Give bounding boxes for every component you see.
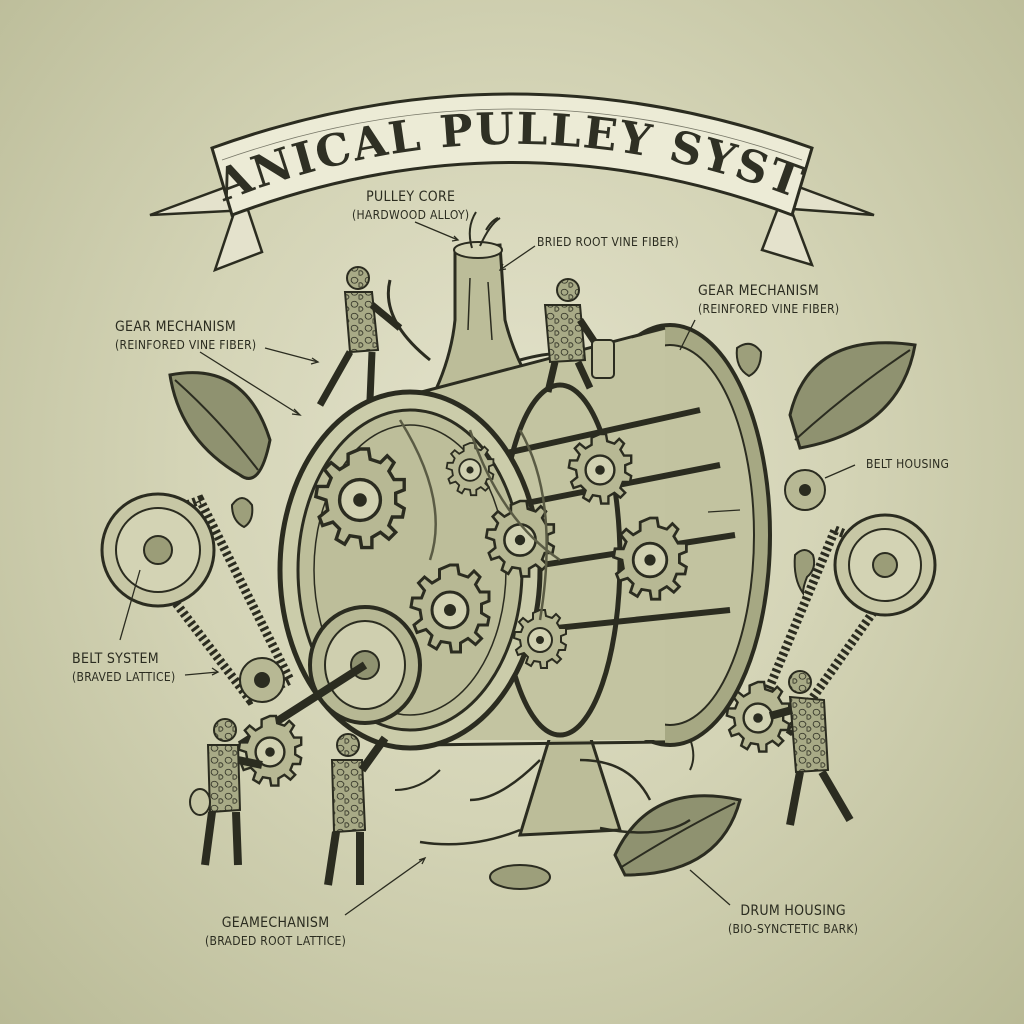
label-gear-right-sub: (REINFORED VINE FIBER) [698,301,840,316]
seed-pod-top-right [788,341,917,450]
label-gear-left-title: GEAR MECHANISM [115,319,236,335]
seed-pod-bottom-right [613,794,742,877]
label-belt-housing: BELT HOUSING [866,456,949,472]
label-belt-housing-title: BELT HOUSING [866,457,950,471]
label-gear-mechanism-right: GEAR MECHANISM (REINFORED VINE FIBER) [698,282,839,317]
leader-lines [119,221,856,916]
label-drum-housing-sub: (BIO-SYNCTETIC BARK) [728,921,859,936]
worker-figure-right [768,670,854,826]
worker-figure-top-center [543,278,615,393]
label-bried-root-title: BRIED ROOT VINE FIBER) [537,235,679,249]
label-bried-root: BRIED ROOT VINE FIBER) [537,234,679,250]
label-geamechanism: GEAMECHANISM (BRADED ROOT LATTICE) [205,914,346,949]
label-pulley-core-title: PULLEY CORE [366,189,456,205]
label-drum-housing-title: DRUM HOUSING [740,903,846,919]
left-belt-pulley [100,492,297,706]
label-drum-housing: DRUM HOUSING (BIO-SYNCTETIC BARK) [728,902,858,937]
worker-figure-bottom-center [324,733,389,886]
label-belt-system-title: BELT SYSTEM [72,651,159,667]
drum-machine [237,323,772,787]
label-gear-left-sub: (REINFORED VINE FIBER) [115,337,257,352]
label-pulley-core: PULLEY CORE (HARDWOOD ALLOY) [352,188,469,223]
right-belt-pulley [725,513,937,753]
worker-figure-top-left [316,266,403,407]
label-geamechanism-sub: (BRADED ROOT LATTICE) [205,933,347,948]
label-gear-mechanism-left: GEAR MECHANISM (REINFORED VINE FIBER) [115,318,256,353]
small-floating-parts [230,342,826,890]
label-belt-system: BELT SYSTEM (BRAVED LATTICE) [72,650,175,685]
seed-pod-left [168,371,272,480]
label-pulley-core-sub: (HARDWOOD ALLOY) [352,207,470,222]
worker-figure-bottom-left [189,718,263,866]
label-belt-system-sub: (BRAVED LATTICE) [72,669,176,684]
label-geamechanism-title: GEAMECHANISM [221,915,330,931]
title-banner: BOTANICAL PULLEY SYSTEMS [0,0,875,273]
label-gear-right-title: GEAR MECHANISM [698,283,819,299]
